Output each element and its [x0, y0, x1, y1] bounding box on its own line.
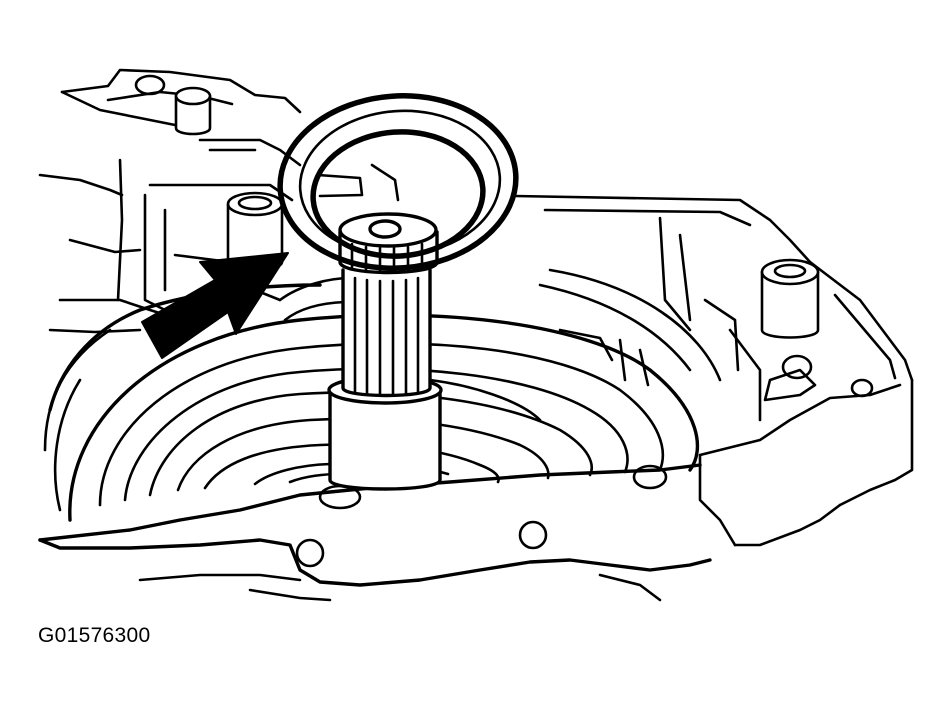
figure-code: G01576300 — [38, 624, 151, 647]
dowel-posts — [174, 86, 820, 339]
bolt-hole — [850, 378, 874, 398]
bolt-hole — [518, 520, 548, 550]
pointer-arrow-icon — [141, 252, 289, 359]
bolt-hole — [632, 464, 668, 490]
bolt-hole — [134, 74, 166, 96]
input-shaft — [327, 212, 443, 491]
bolt-hole — [295, 538, 325, 568]
oil-seal — [277, 93, 519, 271]
bolt-hole — [781, 354, 813, 380]
